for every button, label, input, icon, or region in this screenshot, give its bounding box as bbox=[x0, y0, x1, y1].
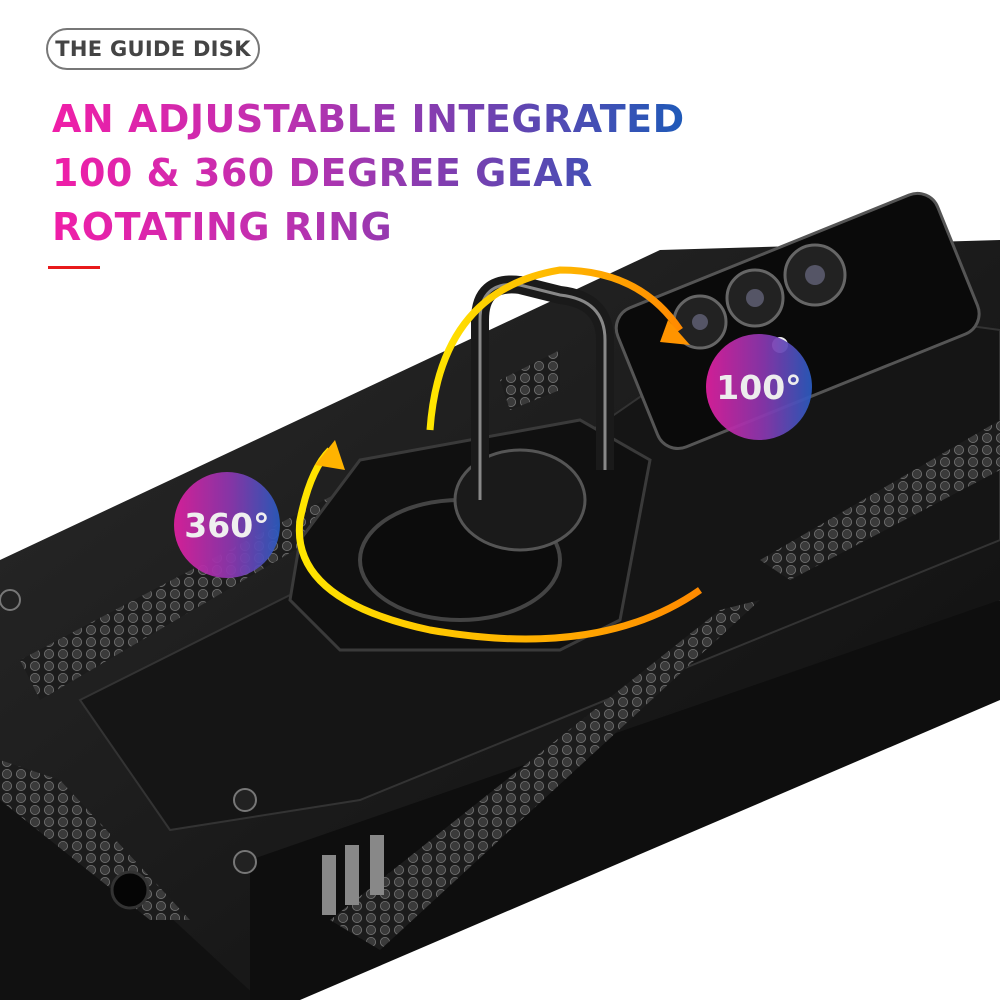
rotation-arrows bbox=[295, 266, 703, 643]
badge-360-text: 360° bbox=[184, 505, 270, 545]
rotate-360-degree-badge: 360° bbox=[174, 472, 280, 578]
side-buttons bbox=[110, 835, 384, 915]
badge-100-text: 100° bbox=[716, 367, 802, 407]
accent-bar bbox=[48, 266, 100, 269]
screw-details bbox=[0, 589, 257, 874]
tilt-100-degree-badge: 100° bbox=[706, 334, 812, 440]
grip-texture bbox=[0, 350, 1000, 950]
guide-disk-label: THE GUIDE DISK bbox=[46, 28, 260, 70]
rotating-ring-holder bbox=[288, 275, 652, 652]
